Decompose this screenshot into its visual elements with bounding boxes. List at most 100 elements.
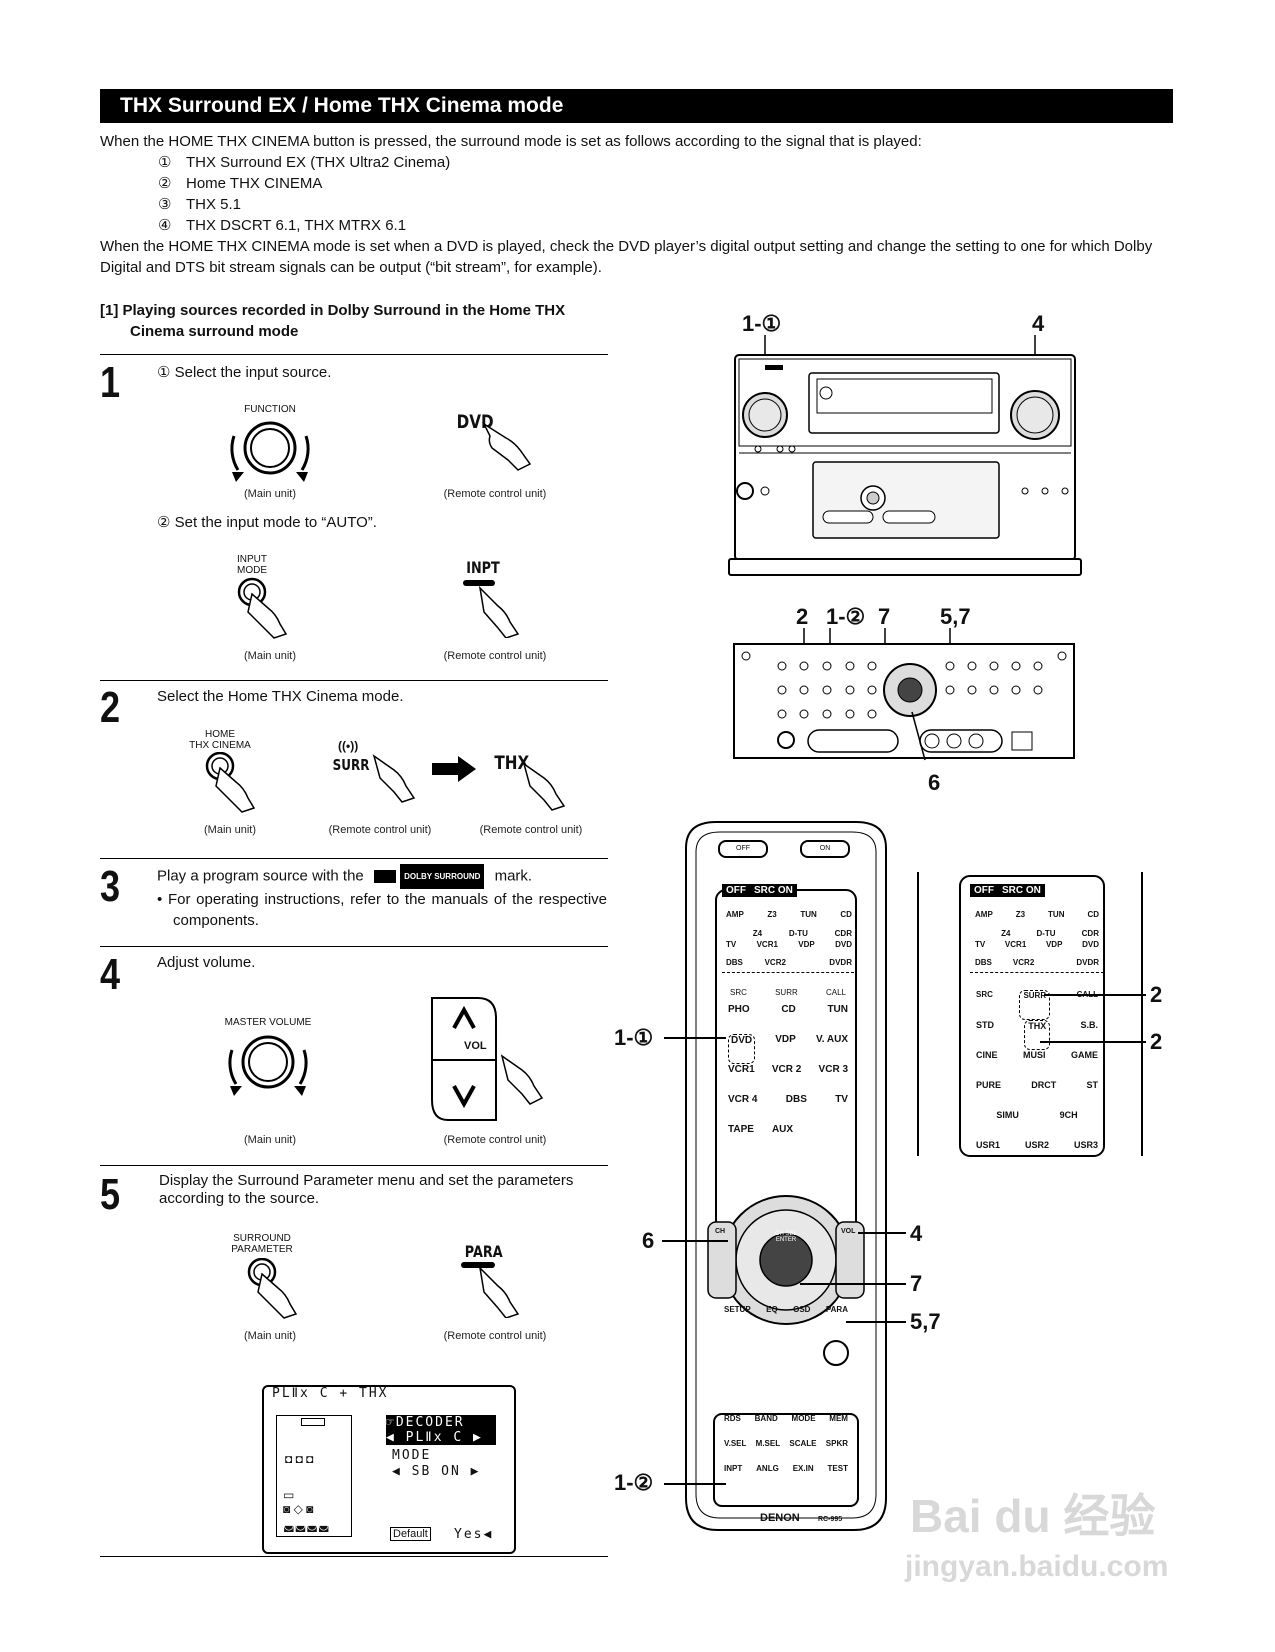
speaker-icon: ◛◛◛◛ — [283, 1518, 330, 1532]
remote-control-body — [685, 821, 887, 1531]
remote-screen-off[interactable]: OFF — [722, 884, 750, 897]
leader-line — [846, 1321, 906, 1323]
remote-ch-label: CH — [715, 1228, 726, 1235]
divider — [100, 354, 608, 355]
step1-instruction-b: ② Set the input mode to “AUTO”. — [157, 514, 377, 531]
step1-instruction-a: ① Select the input source. — [157, 364, 332, 381]
zoom-thx-button[interactable]: THX — [1024, 1020, 1051, 1050]
remote-brand: DENON — [760, 1512, 800, 1524]
remote-screen-src-on[interactable]: SRC ON — [750, 884, 797, 897]
step-number-4: 4 — [100, 950, 121, 999]
caption-main-unit: (Main unit) — [244, 1330, 296, 1342]
display-icon — [301, 1418, 325, 1426]
callout-6: 6 — [928, 770, 941, 795]
dvd-key: DVD — [456, 411, 494, 433]
caption-remote: (Remote control unit) — [443, 488, 547, 500]
caption-main-unit: (Main unit) — [244, 650, 296, 662]
osd-mode-row: MODE — [392, 1448, 432, 1463]
function-label: FUNCTION — [244, 404, 296, 415]
step5-instruction: Display the Surround Parameter menu and … — [159, 1172, 574, 1207]
remote-callout-5-7: 5,7 — [910, 1309, 941, 1334]
master-volume-knob-icon — [228, 1035, 308, 1096]
step-number-3: 3 — [100, 862, 121, 911]
callout-2: 2 — [796, 604, 809, 629]
para-button-bar — [461, 1262, 495, 1268]
remote-divider — [722, 972, 854, 973]
main-unit-front-panel — [728, 335, 1082, 576]
caption-main-unit: (Main unit) — [244, 1134, 296, 1146]
zoom-screen-src-on[interactable]: SRC ON — [998, 884, 1045, 897]
hand-press-icon — [478, 1266, 520, 1318]
remote-callout-1-2: 1-② — [614, 1470, 654, 1495]
divider — [100, 858, 608, 859]
leader-line — [800, 1283, 906, 1285]
section-title: [1] Playing sources recorded in Dolby Su… — [100, 302, 566, 340]
remote-callout-1-1: 1-① — [614, 1025, 654, 1050]
osd-decoder-value: ◀ PLⅡx C ▶ — [386, 1430, 496, 1445]
volume-rocker-icon — [431, 997, 497, 1121]
caption-remote: (Remote control unit) — [479, 824, 583, 836]
speaker-icon: ▭ — [283, 1488, 295, 1502]
divider — [100, 680, 608, 681]
osd-title: PLⅡx C + THX — [272, 1386, 389, 1401]
caption-remote: (Remote control unit) — [443, 1330, 547, 1342]
leader-line — [664, 1483, 726, 1485]
callout-7: 7 — [878, 604, 891, 629]
dolby-surround-logo: DOLBY SURROUND — [373, 864, 485, 889]
sub-panel-diagram — [733, 628, 1075, 761]
caption-remote: (Remote control unit) — [328, 824, 432, 836]
step-number-2: 2 — [100, 683, 121, 732]
caption-remote: (Remote control unit) — [443, 650, 547, 662]
remote-callout-4: 4 — [910, 1221, 923, 1246]
inpt-button-bar — [463, 580, 495, 586]
remote-on-button[interactable]: ON — [800, 840, 850, 858]
osd-default-button: Default — [390, 1527, 431, 1541]
hand-press-icon — [500, 1054, 544, 1105]
thx-key: THX — [494, 752, 530, 774]
arrow-right-icon — [432, 756, 476, 782]
leader-line — [858, 1232, 906, 1234]
zoom-screen-off[interactable]: OFF — [970, 884, 998, 897]
zoom-divider — [970, 972, 1104, 973]
callout-5-7: 5,7 — [940, 604, 971, 629]
intro-text: When the HOME THX CINEMA button is press… — [100, 131, 1175, 278]
callout-1-2: 1-② — [826, 604, 866, 629]
remote-model: RC-995 — [818, 1516, 843, 1523]
para-key: PARA — [464, 1242, 503, 1261]
vol-label: VOL — [464, 1040, 487, 1052]
speaker-layout-icon: ◘ ◘ ◘ ▭ ◙ ◇ ◙ ◛◛◛◛ — [276, 1415, 352, 1537]
remote-callout-6: 6 — [642, 1228, 655, 1253]
hand-press-icon — [482, 421, 532, 471]
leader-line — [1044, 994, 1146, 996]
remote-screen-zoom — [917, 872, 1143, 1157]
leader-line — [664, 1037, 726, 1039]
osd-yes: Yes◀ — [454, 1527, 494, 1542]
hand-press-icon — [372, 754, 416, 803]
hand-press-icon — [478, 586, 520, 638]
zoom-surr-button[interactable]: SURR — [1019, 990, 1051, 1020]
step3-instruction: Play a program source with the DOLBY SUR… — [157, 864, 607, 931]
remote-off-button[interactable]: OFF — [718, 840, 768, 858]
function-knob-icon — [230, 421, 310, 482]
dolby-dd-icon — [373, 870, 396, 883]
master-volume-label: MASTER VOLUME — [224, 1017, 312, 1028]
remote-dvd-button[interactable]: DVD — [728, 1034, 756, 1064]
step2-instruction: Select the Home THX Cinema mode. — [157, 688, 404, 705]
